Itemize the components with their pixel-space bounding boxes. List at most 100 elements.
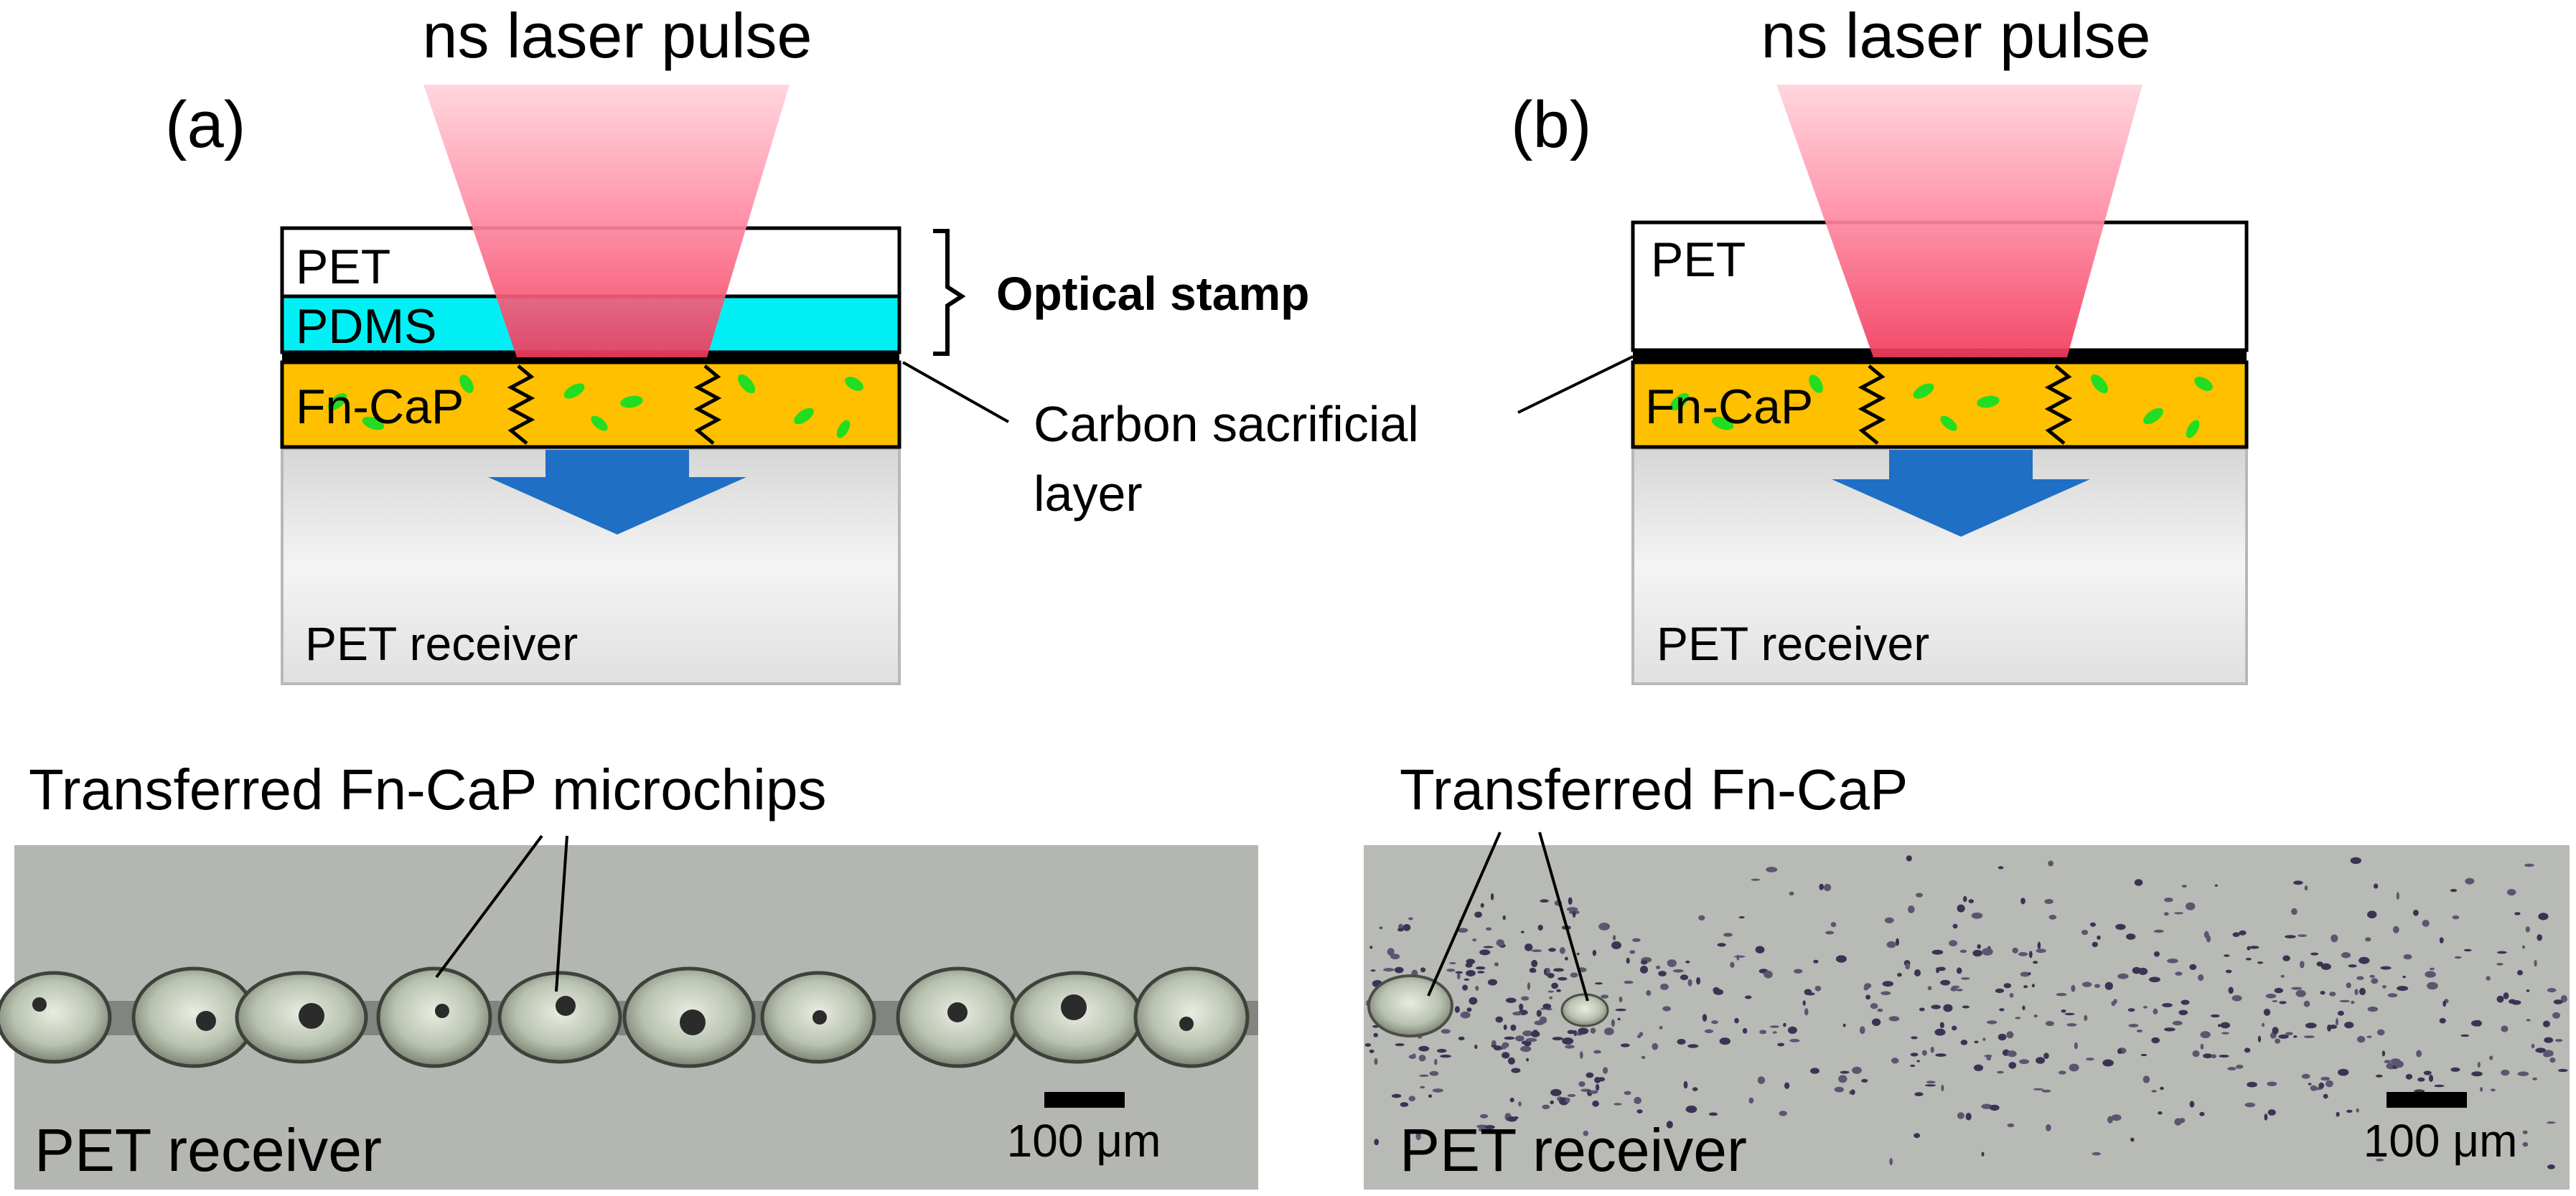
panel-b-particle [1889, 1157, 1893, 1166]
panel-b-particle [2069, 1063, 2079, 1072]
panel-b-particle [2198, 974, 2204, 981]
panel-b-particle [2036, 1057, 2046, 1064]
panel-b-particle [1527, 982, 1531, 990]
panel-b-particle [1914, 969, 1921, 976]
panel-b-particle [1487, 979, 1498, 986]
panel-b-particle [1696, 977, 1701, 985]
panel-b-fncap-layer [1631, 360, 2249, 449]
panel-b-particle [1429, 1070, 1439, 1076]
panel-b-particles [1364, 855, 2568, 1169]
panel-b-particle [2463, 948, 2472, 952]
panel-b-particle [1789, 1039, 1800, 1042]
panel-b-particle [1997, 866, 2004, 870]
panel-b-particle [1723, 933, 1733, 937]
panel-b-particle [2136, 1030, 2143, 1032]
panel-b-particle [1759, 1030, 1767, 1035]
panel-b-particle [1531, 959, 1538, 968]
panel-b-particle [1789, 891, 1794, 896]
panel-b-particle [1567, 1093, 1576, 1097]
panel-b-particle [2102, 1059, 2114, 1067]
panel-b-particle [2350, 857, 2361, 865]
panel-b-particle [1881, 991, 1891, 996]
panel-b-particle [1708, 1112, 1718, 1116]
panel-a-scale-bar [1044, 1092, 1125, 1108]
panel-b-particle [2375, 1074, 2383, 1078]
panel-b-particle [1802, 1000, 1806, 1006]
panel-b-particle [1558, 976, 1568, 981]
panel-b-particle [2402, 975, 2407, 979]
panel-b-particle [2153, 929, 2164, 933]
panel-b-particle [2534, 959, 2537, 967]
panel-b-particle [2178, 1009, 2188, 1016]
panel-b-particle [2387, 993, 2398, 998]
panel-b-micrograph-caption: Transferred Fn-CaP [1400, 758, 1908, 821]
panel-b-particle [1794, 969, 1803, 974]
panel-b-particle [1463, 978, 1470, 981]
panel-a-receiver-label: PET receiver [305, 617, 578, 670]
panel-b-particle [2028, 972, 2031, 976]
panel-b-particle [2279, 1001, 2287, 1004]
panel-b-particle [2045, 1021, 2054, 1027]
panel-b-particle [2300, 961, 2305, 969]
panel-b-particle [2257, 961, 2264, 964]
panel-b-particle [1502, 1052, 1510, 1059]
panel-b-particle [2366, 1035, 2372, 1038]
panel-b-particle [2149, 976, 2160, 983]
panel-b-particle [1850, 1089, 1855, 1096]
panel-b-particle [2298, 934, 2308, 937]
panel-b-particle [1888, 1016, 1900, 1022]
panel-b-particle [1580, 1051, 1583, 1059]
panel-b-particle [2210, 1014, 2220, 1018]
panel-b-particle [2501, 1025, 2509, 1032]
panel-b-particle [2308, 1083, 2312, 1086]
panel-b-particle [1751, 878, 1761, 881]
panel-b-particle [2454, 956, 2462, 959]
panel-b-particle [2489, 1055, 2493, 1060]
panel-b-particle [2033, 1014, 2038, 1018]
panel-b-particle [1420, 1086, 1425, 1089]
panel-b-particle [2310, 952, 2319, 956]
panel-b-particle [2397, 986, 2409, 992]
panel-b-particle [2174, 1118, 2182, 1126]
panel-b-particle [1494, 962, 1499, 966]
panel-b-particle [1583, 1130, 1589, 1136]
panel-b-particle [2033, 1088, 2044, 1091]
panel-b-particle [2542, 1020, 2550, 1027]
panel-b-particle [1916, 1060, 1921, 1063]
panel-b-particle [2293, 880, 2303, 885]
panel-b-particle [1509, 1097, 1514, 1103]
panel-b-particle [2304, 885, 2308, 891]
panel-b-particle [1957, 1112, 1964, 1119]
panel-b-particle [2412, 909, 2419, 916]
panel-b-particle [1548, 948, 1556, 952]
panel-b-particle [2517, 970, 2523, 976]
panel-b-particle [1547, 973, 1555, 979]
panel-b-particle [2323, 1093, 2328, 1099]
panel-a-micrograph-area: Transferred Fn-CaP microchips PET receiv… [0, 758, 1258, 1190]
panel-b-particle [2501, 1069, 2510, 1076]
panel-b-particle [1547, 990, 1555, 993]
panel-b-particle [1930, 1046, 1934, 1053]
panel-b-particle [1502, 915, 1506, 920]
panel-b-particle [1562, 1037, 1574, 1045]
panel-b-particle [2033, 961, 2038, 964]
panel-b-particle [1960, 1040, 1968, 1045]
panel-b-particle [1532, 1030, 1539, 1037]
panel-b-particle [2506, 889, 2516, 896]
panel-b-particle [1395, 1043, 1405, 1047]
panel-b-particle [2219, 1055, 2229, 1058]
panel-b-particle [2346, 982, 2351, 989]
panel-b-particle [1943, 1004, 1953, 1012]
panel-b-particle [2081, 930, 2089, 936]
panel-a-carbon-leader [902, 361, 1009, 423]
panel-b-particle [1418, 1055, 1426, 1062]
panel-b-particle [1515, 1035, 1524, 1042]
panel-b-particle [1472, 938, 1477, 942]
panel-b-particle [2048, 860, 2054, 867]
panel-b-particle [1402, 923, 1411, 931]
panel-b-particle [2020, 971, 2031, 977]
panel-a-fncap-layer [280, 360, 901, 449]
panel-b-particle [1769, 1025, 1779, 1028]
panel-b-particle [1436, 1048, 1447, 1053]
panel-b-particle [1672, 969, 1684, 973]
